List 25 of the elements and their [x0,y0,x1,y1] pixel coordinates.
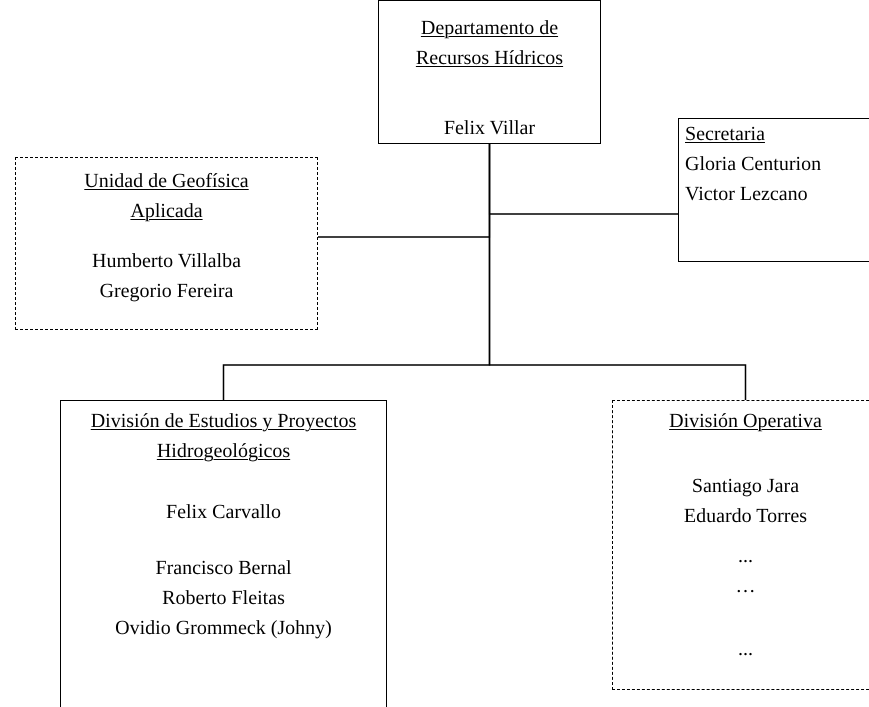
staff-name: Felix Carvallo [166,500,281,525]
staff-name: Santiago Jara [692,474,800,499]
org-unit-box [15,157,318,330]
staff-name: ... [738,637,753,662]
staff-name: Gloria Centurion [685,152,822,177]
staff-name: Roberto Fleitas [162,586,285,611]
unit-title: Secretaria [685,122,765,147]
org-unit-box [678,118,869,262]
staff-name: Eduardo Torres [684,504,808,529]
staff-name: ... [738,544,753,569]
org-unit-box [612,400,869,690]
org-unit-box [378,0,601,144]
staff-name: … [736,574,756,599]
staff-name: Victor Lezcano [685,182,808,207]
staff-name: Ovidio Grommeck (Johny) [115,616,332,641]
unit-title: Unidad de Geofísica Aplicada [83,169,250,224]
staff-name: Gregorio Fereira [100,279,234,304]
connector-line [488,144,746,400]
org-unit-box [60,400,387,707]
unit-title: Departamento de Recursos Hídricos [414,16,564,71]
staff-name: Humberto Villalba [92,249,241,274]
unit-title: División Operativa [669,409,822,434]
staff-name: Felix Villar [444,116,536,141]
staff-name: Francisco Bernal [155,556,292,581]
unit-title: División de Estudios y Proyectos Hidrogeológicos [90,409,358,464]
